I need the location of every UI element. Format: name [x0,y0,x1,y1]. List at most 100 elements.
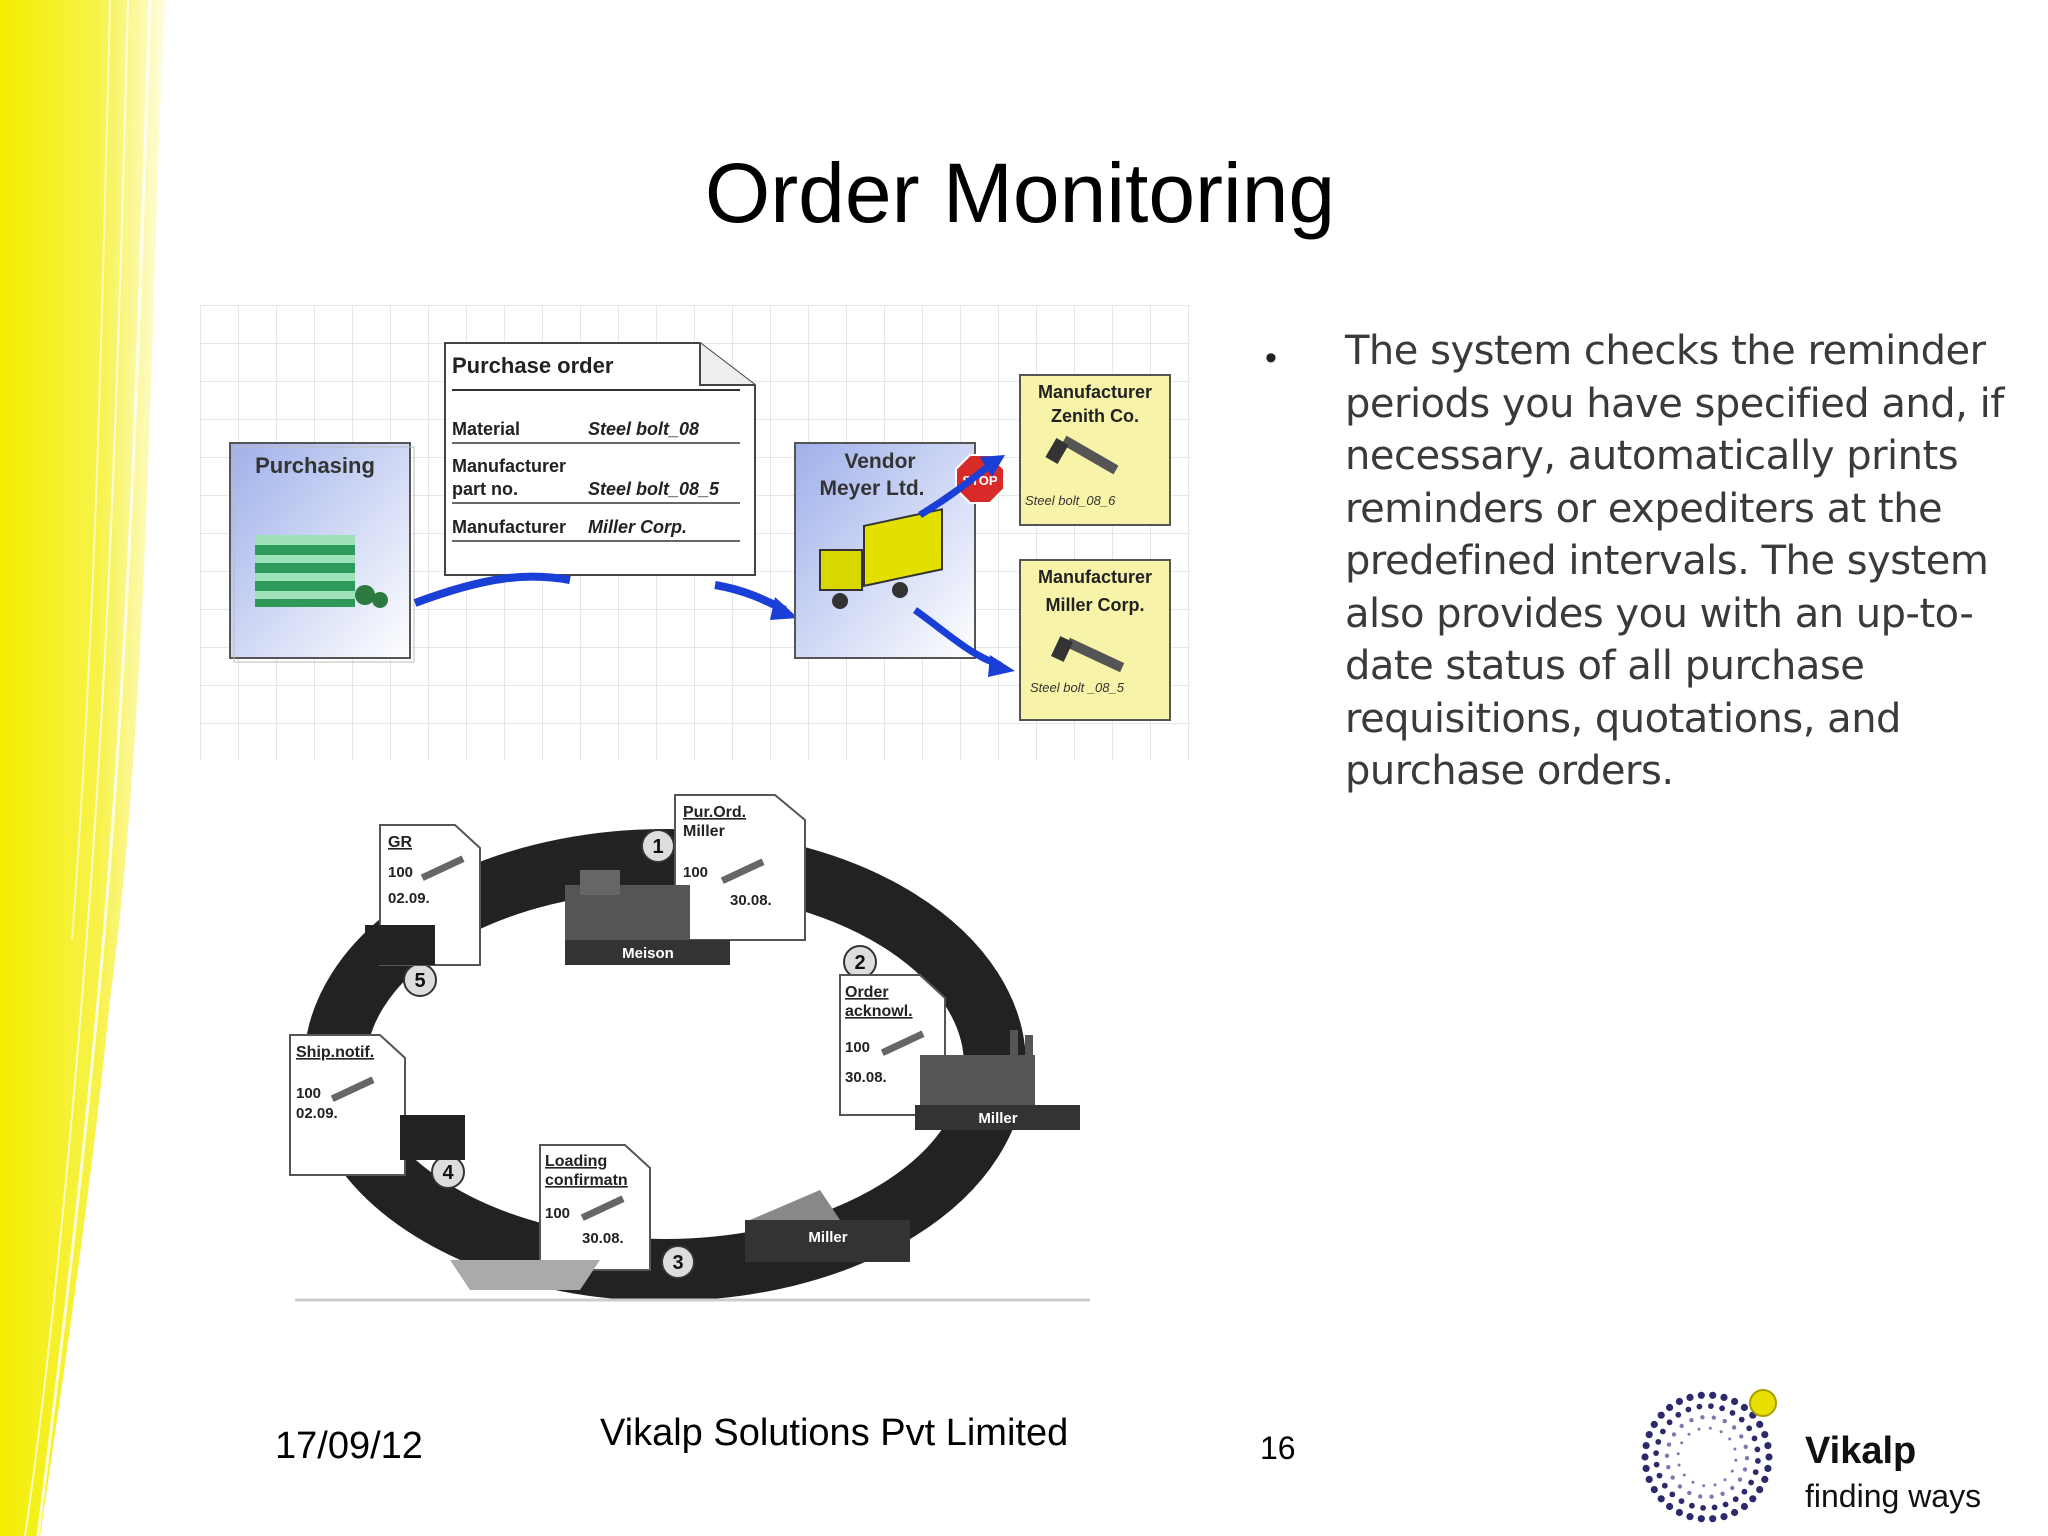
logo-dot [1746,1425,1753,1432]
logo-dot [1764,1442,1772,1450]
logo-dot [1645,1475,1653,1483]
vendor-label: Vendor [844,450,915,473]
loading-confirmation-note: Loading confirmatn 100 30.08. [539,1144,651,1271]
logo-dot [1743,1444,1748,1449]
logo-dot [1657,1411,1665,1419]
logo-dot [1689,1418,1694,1423]
logo-dot [1765,1453,1773,1461]
logo-dot [1756,1420,1764,1428]
svg-text:100: 100 [388,864,413,881]
svg-text:acknowl.: acknowl. [845,1003,913,1020]
logo-dot [1731,1508,1739,1517]
logo-dot [1642,1464,1650,1472]
mfr-name: Zenith Co. [1051,406,1139,426]
logo-dot [1723,1478,1727,1482]
logo-dot [1666,1419,1673,1426]
logo-dot [1722,1418,1727,1424]
logo-dot [1738,1416,1745,1423]
svg-text:5: 5 [414,970,425,992]
svg-text:Miller: Miller [978,1110,1017,1127]
logo-dot [1764,1464,1772,1472]
po-row-label: Manufacturer [452,456,566,476]
factory-icon: Miller [745,1190,910,1262]
manufacturer-miller-box: Manufacturer Miller Corp. Steel bolt _08… [1019,559,1171,721]
logo-dot [1748,1479,1754,1486]
arrow-icon [413,572,571,607]
logo-dot [1653,1450,1659,1456]
logo-dot [1740,1403,1748,1412]
logo-dot [1720,1491,1725,1496]
step-marker: 1 [641,829,675,863]
page-number: 16 [1260,1430,1296,1466]
svg-text:Miller: Miller [683,823,725,840]
po-row-label: Material [452,419,520,439]
svg-text:100: 100 [683,864,708,881]
svg-text:30.08.: 30.08. [845,1069,887,1086]
logo-dot [1719,1430,1723,1434]
svg-text:Ship.notif.: Ship.notif. [296,1044,374,1061]
step-marker: 4 [431,1155,465,1189]
logo-dot [1700,1505,1706,1511]
logo-dot [1679,1423,1684,1429]
logo-dot [1698,1494,1703,1499]
logo-dot [1713,1483,1717,1487]
logo-dot [1686,1393,1694,1401]
logo-dot [1678,1498,1685,1504]
step-marker: 3 [661,1245,695,1279]
arrow-icon [918,462,993,519]
svg-text:30.08.: 30.08. [582,1230,624,1247]
logo-dot [1754,1446,1761,1453]
logo-dot [1731,1397,1739,1406]
logo-dot [1666,1442,1672,1447]
yellow-swoosh-decoration [0,0,165,1536]
logo-dot [1720,1393,1728,1401]
logo-dot [1696,1403,1703,1410]
logo-tagline: finding ways [1805,1478,1982,1514]
logo-dot [1687,1490,1692,1496]
svg-text:3: 3 [672,1252,683,1274]
logo-dot [1664,1453,1670,1458]
svg-text:02.09.: 02.09. [388,890,430,907]
logo-dot [1720,1513,1728,1521]
logo-dot [1697,1391,1705,1399]
logo-dot [1756,1486,1764,1494]
svg-text:Meison: Meison [622,945,674,962]
mfr-part: Steel bolt _08_5 [1030,680,1125,695]
logo-dot [1669,1491,1676,1498]
svg-text:1: 1 [652,836,663,858]
logo-dot [1702,1484,1706,1488]
logo-dot [1708,1426,1712,1430]
truck-icon [819,508,943,609]
po-row-value: Steel bolt_08 [588,419,699,439]
logo-dot [1749,1495,1757,1503]
logo-dot [1686,1513,1694,1521]
logo-dot [1708,1403,1714,1409]
shipping-notification-note: Ship.notif. 100 02.09. [289,1034,406,1176]
logo-dot [1761,1431,1769,1439]
mfr-label: Manufacturer [1038,382,1152,402]
logo-dot [1661,1482,1668,1489]
svg-text:Loading: Loading [545,1153,607,1170]
factory-icon: Miller [915,1030,1080,1130]
mfr-part: Steel bolt_08_6 [1025,493,1116,508]
bullet-dot-icon: • [1265,339,1277,377]
order-acknowledgement-note: Order acknowl. 100 30.08. [839,974,946,1116]
truck-icon [400,1115,465,1160]
logo-dot [1761,1475,1769,1483]
logo-dot [1687,1432,1691,1436]
logo-dot [1733,1447,1737,1451]
logo-dot [1741,1488,1748,1495]
po-title: Purchase order [452,353,614,378]
vikalp-logo-icon [1641,1389,1777,1523]
mfr-name: Miller Corp. [1045,595,1144,615]
logo-dot [1709,1515,1717,1523]
ship-icon [450,1260,600,1290]
logo-dot [1682,1473,1686,1477]
bolt-icon [420,855,465,881]
logo-dot [1671,1432,1677,1437]
logo-dot [1730,1485,1735,1491]
logo-dot [1739,1434,1744,1439]
svg-text:confirmatn: confirmatn [545,1172,628,1189]
purchasing-label: Purchasing [255,453,375,478]
